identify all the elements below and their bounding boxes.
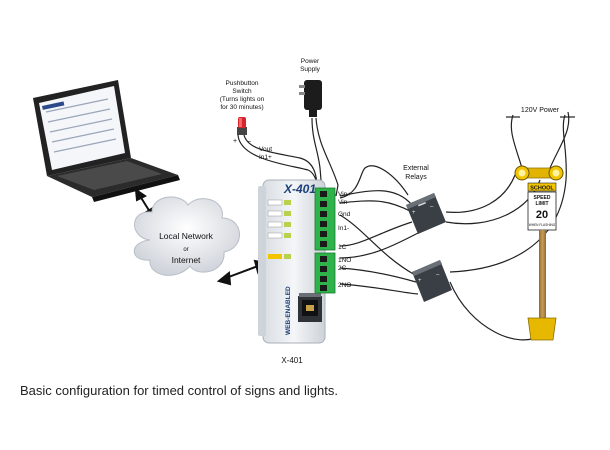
svg-text:+: + xyxy=(418,278,422,284)
device-name: X-401 xyxy=(281,356,303,365)
svg-text:–: – xyxy=(436,272,440,278)
relays-label-2: Relays xyxy=(405,174,427,181)
terminal-2no: 2NO xyxy=(338,282,351,289)
power-supply-label-1: Power xyxy=(301,58,320,65)
figure-caption: Basic configuration for timed control of… xyxy=(20,383,338,398)
svg-text:+: + xyxy=(412,210,416,216)
pushbutton-icon: + – xyxy=(233,117,251,145)
terminal-in1-minus: In1- xyxy=(338,225,349,232)
pushbutton-label-4: for 30 minutes) xyxy=(220,104,263,111)
sign-note: WHEN FLASHING xyxy=(529,223,556,227)
relay-icon: + – xyxy=(412,260,452,302)
relays-label-1: External xyxy=(403,165,429,172)
device-logo: X-401 xyxy=(283,182,316,196)
flashing-lights-icon xyxy=(514,165,564,181)
terminal-1c: 1C xyxy=(338,244,347,251)
relay-icon: + – xyxy=(406,193,446,234)
sign-limit: LIMIT xyxy=(535,201,548,207)
terminal-vin-plus: Vin+ xyxy=(338,191,351,198)
device-side-text: WEB-ENABLED xyxy=(285,286,292,335)
pushbutton-label-3: (Turns lights on xyxy=(220,96,265,103)
sign-pole xyxy=(527,230,557,341)
cloud-label-line3: Internet xyxy=(172,255,201,265)
power-120v-label: 120V Power xyxy=(521,107,560,114)
x401-device: X-401 WEB-ENABLED xyxy=(258,179,336,344)
sign-number: 20 xyxy=(536,209,548,221)
terminal-vin-minus: Vin- xyxy=(338,199,349,206)
cloud-label-line1: Local Network xyxy=(159,231,214,241)
svg-text:+: + xyxy=(233,138,237,145)
svg-text:–: – xyxy=(430,204,434,210)
svg-text:–: – xyxy=(247,138,251,145)
pushbutton-label-2: Switch xyxy=(232,88,252,95)
sign-speed: SPEED xyxy=(534,195,551,201)
school-sign: SCHOOL SPEED LIMIT 20 WHEN FLASHING xyxy=(527,182,557,231)
sign-school: SCHOOL xyxy=(530,186,554,192)
terminal-labels: Vout In1+ Vin+ Vin- Gnd In1- 1C 1NO 2C 2… xyxy=(259,146,351,289)
power-supply-label-2: Supply xyxy=(300,66,321,73)
terminal-in1-plus-top: In1+ xyxy=(259,154,272,161)
terminal-1no: 1NO xyxy=(338,257,351,264)
terminal-vout: Vout xyxy=(259,146,272,153)
laptop-icon xyxy=(33,80,180,202)
power-supply-icon xyxy=(299,80,322,117)
terminal-2c: 2C xyxy=(338,265,347,272)
terminal-gnd: Gnd xyxy=(338,211,351,218)
cloud-label-line2: or xyxy=(183,247,188,253)
cloud-icon xyxy=(133,196,240,276)
pushbutton-label-1: Pushbutton xyxy=(226,80,259,87)
